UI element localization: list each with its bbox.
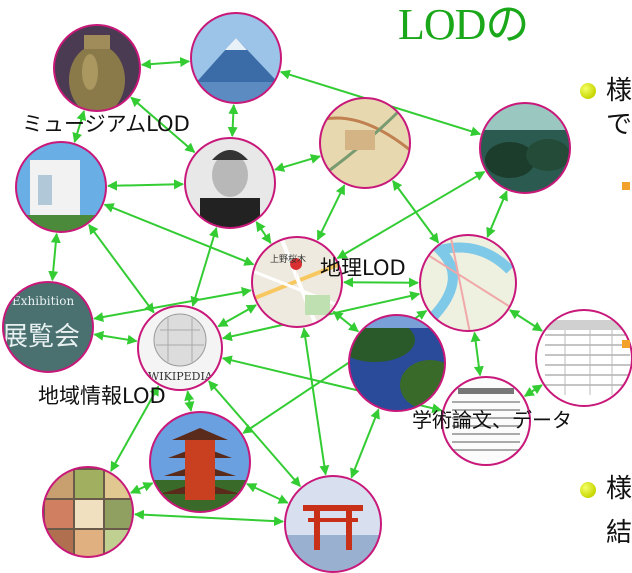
- link-arrow-wiki-exhibition: [93, 330, 138, 345]
- lake-image[interactable]: [335, 313, 460, 413]
- paper-image[interactable]: [440, 375, 535, 470]
- link-arrow-vase-person: [130, 96, 196, 154]
- link-arrow-pagoda-torii: [246, 483, 289, 504]
- link-arrow-building-exhibition: [48, 232, 61, 282]
- data-table-image[interactable]: [534, 308, 632, 408]
- pagoda-image[interactable]: [149, 410, 251, 515]
- link-arrow-map-torii: [300, 327, 330, 476]
- mountain-image[interactable]: [185, 10, 290, 112]
- wikipedia-logo[interactable]: WIKIPEDIA: [135, 305, 225, 395]
- bullet-1-line1: 様: [606, 76, 632, 106]
- street-map-image[interactable]: 上野桜木: [250, 235, 350, 335]
- vase-image[interactable]: [50, 20, 150, 120]
- link-arrow-vase-building: [72, 110, 87, 143]
- sub-bullet-2-icon: [622, 340, 630, 348]
- link-arrow-pagoda-food: [130, 482, 154, 494]
- bullet-1-line2: で: [606, 110, 632, 140]
- link-arrow-food-torii: [133, 509, 285, 527]
- bullet-1-icon: [580, 83, 596, 99]
- link-arrow-paper-table: [523, 384, 543, 397]
- map-place-text: 上野桜木: [270, 253, 306, 265]
- link-arrow-topo-paper: [470, 331, 484, 377]
- sub-bullet-1-icon: [622, 182, 630, 190]
- link-arrow-building-map: [103, 203, 255, 266]
- link-arrow-person-oldmap: [274, 154, 321, 172]
- label-museum-lod: ミュージアムLOD: [22, 112, 190, 136]
- exhibition-text-ja: 展覧会: [2, 322, 80, 352]
- bullet-2-line1: 様: [606, 474, 632, 504]
- label-geo-lod: 地理LOD: [320, 256, 406, 280]
- link-arrow-vase-fuji: [140, 57, 191, 70]
- torii-image[interactable]: [283, 474, 383, 573]
- bullet-2-icon: [580, 482, 596, 498]
- link-arrow-forest-topo: [486, 190, 508, 238]
- link-arrow-wiki-food: [110, 385, 160, 472]
- exhibition-sign-image[interactable]: Exhibition 展覧会: [0, 280, 100, 380]
- food-grid-image[interactable]: [40, 465, 140, 565]
- exhibition-text-en: Exhibition: [12, 294, 74, 308]
- link-arrow-building-person: [106, 179, 185, 191]
- river-map-image[interactable]: [418, 233, 518, 333]
- wikipedia-text: WIKIPEDIA: [148, 370, 214, 383]
- slide-title: LODの: [398, 0, 529, 49]
- label-academic: 学術論文、データ: [412, 408, 572, 432]
- link-arrow-person-map: [255, 221, 272, 244]
- link-arrow-fuji-person: [227, 103, 239, 138]
- link-arrow-map-lake: [332, 310, 359, 333]
- link-arrow-person-wiki: [190, 227, 219, 307]
- forest-image[interactable]: [475, 100, 575, 200]
- label-region-lod: 地域情報LOD: [38, 384, 166, 408]
- link-arrow-building-wiki: [88, 223, 155, 314]
- link-arrow-map-forest: [336, 170, 486, 260]
- building-image[interactable]: [10, 140, 110, 240]
- portrait-image[interactable]: [180, 135, 280, 238]
- link-arrow-map-wiki: [217, 304, 257, 328]
- link-arrow-lake-torii: [350, 408, 380, 479]
- link-arrow-wiki-pagoda: [184, 390, 195, 412]
- link-arrow-oldmap-map: [316, 184, 346, 241]
- old-map-image[interactable]: [315, 95, 415, 195]
- bullet-2-line2: 結: [606, 518, 632, 548]
- link-arrow-topo-table: [509, 309, 543, 332]
